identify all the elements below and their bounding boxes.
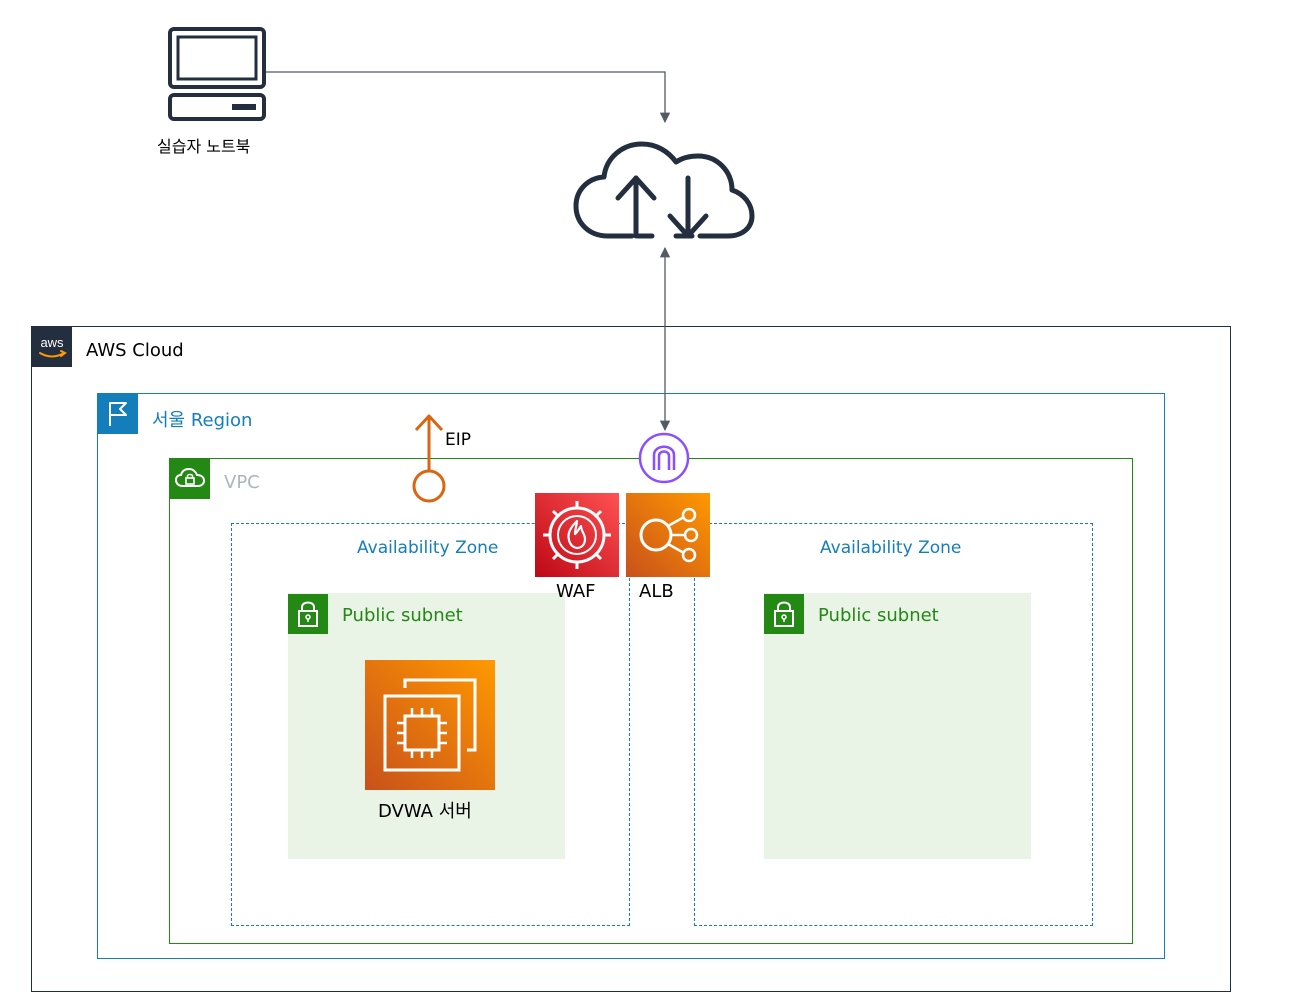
svg-text:aws: aws	[40, 335, 64, 350]
waf-label: WAF	[556, 581, 596, 602]
subnet-lock-icon	[288, 594, 328, 634]
aws-cloud-group	[31, 326, 1231, 992]
region-group	[97, 393, 1165, 959]
eip-label: EIP	[445, 430, 472, 450]
availability-zone-right	[694, 523, 1093, 926]
ec2-instance-icon	[365, 660, 495, 790]
elastic-ip-icon	[412, 414, 446, 503]
availability-zone-right-label: Availability Zone	[820, 538, 962, 558]
availability-zone-left	[231, 523, 630, 926]
subnet-lock-icon	[764, 594, 804, 634]
vpc-cloud-icon	[170, 459, 210, 499]
availability-zone-left-label: Availability Zone	[357, 538, 499, 558]
public-subnet-right	[764, 593, 1031, 859]
alb-label: ALB	[639, 581, 674, 602]
public-subnet-right-label: Public subnet	[818, 605, 939, 626]
internet-cloud-icon	[573, 141, 755, 239]
laptop-label: 실습자 노트북	[157, 137, 251, 156]
public-subnet-left-label: Public subnet	[342, 605, 463, 626]
aws-logo-icon: aws	[32, 327, 72, 367]
region-flag-icon	[98, 394, 138, 434]
vpc-label: VPC	[224, 472, 260, 493]
aws-cloud-label: AWS Cloud	[86, 340, 184, 361]
waf-icon	[535, 493, 619, 577]
region-label: 서울 Region	[152, 410, 253, 431]
internet-gateway-icon	[638, 432, 690, 484]
load-balancer-icon	[626, 493, 710, 577]
laptop-to-internet-connector	[266, 71, 671, 124]
ec2-label: DVWA 서버	[378, 801, 472, 822]
laptop-icon	[168, 27, 266, 121]
